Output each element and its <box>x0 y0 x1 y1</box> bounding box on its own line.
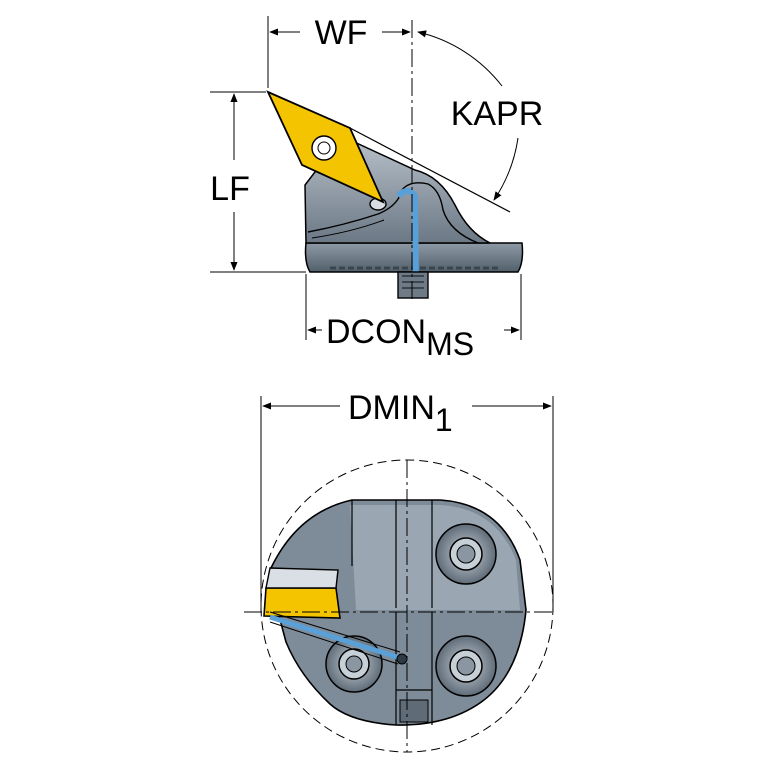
dmin-label: DMIN1 <box>348 389 453 438</box>
dim-dcon: DCONMS <box>305 274 522 362</box>
coolant-nozzle <box>269 614 401 661</box>
dim-kapr: KAPR <box>349 30 544 213</box>
body-contour <box>307 182 479 244</box>
dim-lf: LF <box>210 91 306 273</box>
insert-screw-icon <box>317 141 331 155</box>
kapr-label: KAPR <box>451 95 544 133</box>
body-contour-2 <box>311 219 385 239</box>
wf-label: WF <box>315 14 368 52</box>
dim-wf: WF <box>267 14 411 88</box>
screw-boss-top <box>435 523 497 585</box>
screw-boss-bottom-right <box>435 635 497 697</box>
dim-dmin: DMIN1 <box>260 389 554 612</box>
coolant-channel <box>395 188 419 287</box>
dcon-label: DCONMS <box>326 313 474 362</box>
side-view <box>266 20 524 300</box>
insert-seat <box>265 567 339 589</box>
lf-label: LF <box>210 170 250 208</box>
end-view <box>244 459 554 753</box>
